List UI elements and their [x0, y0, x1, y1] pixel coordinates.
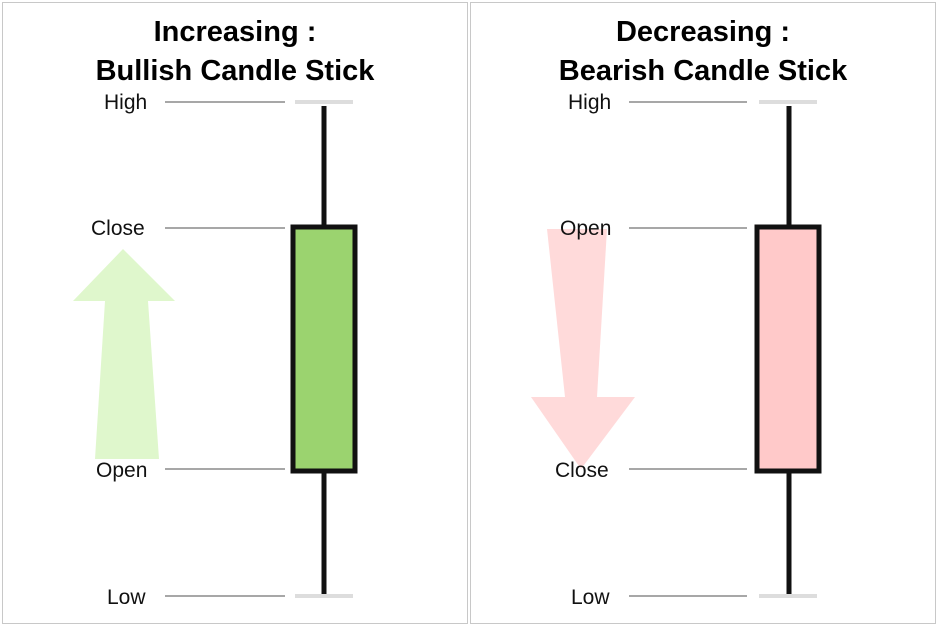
bearish-panel: Decreasing : Bearish Candle Stick High O…: [470, 2, 936, 624]
bearish-label-low: Low: [571, 586, 610, 609]
bearish-label-close: Close: [555, 459, 609, 482]
bullish-up-arrow: [73, 249, 175, 459]
bearish-title-line2: Bearish Candle Stick: [558, 55, 848, 87]
bullish-label-open: Open: [96, 459, 148, 482]
bearish-candle-graphic: [531, 100, 822, 598]
bullish-title-line2: Bullish Candle Stick: [95, 55, 375, 87]
bullish-candle-graphic: [73, 100, 358, 598]
bullish-body: [290, 224, 358, 474]
bullish-label-high: High: [104, 91, 148, 114]
bearish-body: [754, 224, 822, 474]
bearish-title-line1: Decreasing :: [615, 16, 791, 48]
bullish-panel: Increasing : Bullish Candle Stick High C…: [2, 2, 468, 624]
bearish-label-open: Open: [560, 217, 612, 240]
bullish-label-close: Close: [91, 217, 145, 240]
bullish-title-line1: Increasing :: [153, 16, 317, 48]
bearish-label-high: High: [568, 91, 612, 114]
bearish-down-arrow: [531, 229, 635, 469]
bullish-label-low: Low: [107, 586, 146, 609]
